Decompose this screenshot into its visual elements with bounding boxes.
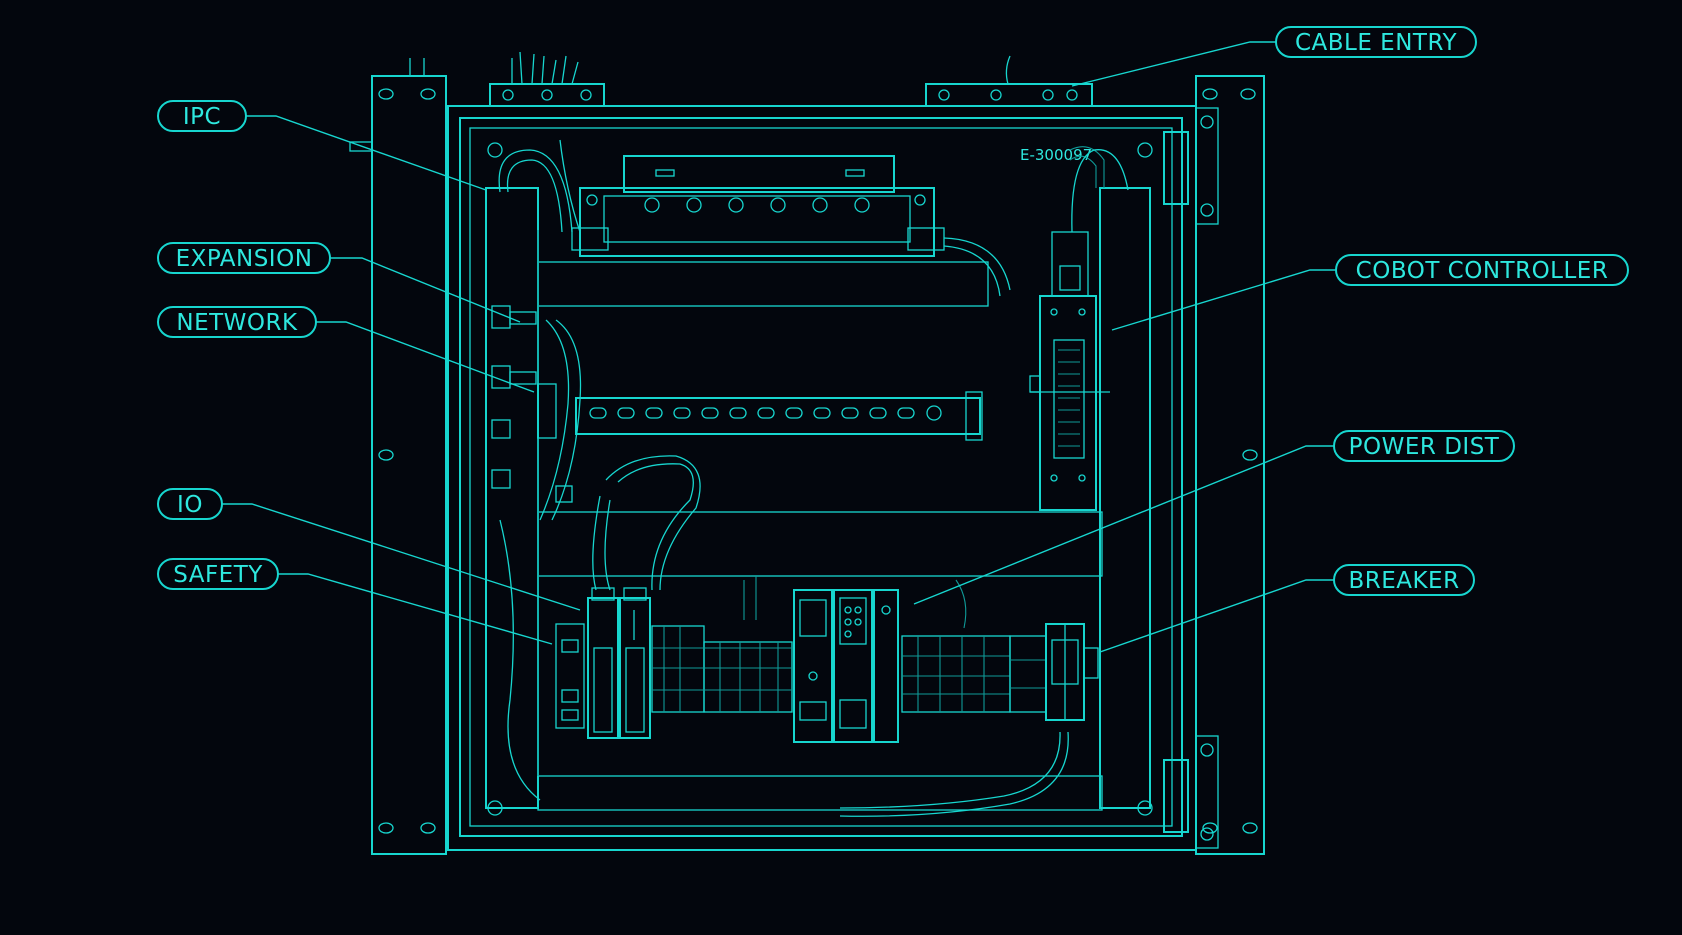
cable-entry-plates <box>489 51 1093 107</box>
callout-cable-entry-label: CABLE ENTRY <box>1295 30 1458 56</box>
callout-leaders <box>222 41 1336 653</box>
callout-breaker: BREAKER <box>1333 564 1475 596</box>
left-mounting-flange <box>349 58 447 855</box>
expansion-network-connectors <box>491 305 573 503</box>
door-hinges <box>1163 107 1219 849</box>
callout-io-label: IO <box>177 492 203 518</box>
din-rail <box>575 391 983 441</box>
terminal-blocks-left <box>651 625 793 713</box>
callout-ipc: IPC <box>157 100 247 132</box>
safety-module <box>555 623 585 729</box>
circuit-breaker <box>1045 623 1099 721</box>
callout-network: NETWORK <box>157 306 317 338</box>
callout-power-dist-label: POWER DIST <box>1349 434 1500 460</box>
callout-safety: SAFETY <box>157 558 279 590</box>
right-mounting-flange <box>1195 75 1265 855</box>
power-supply-modules <box>793 589 899 743</box>
serial-number-label: E-300097 <box>1020 146 1092 164</box>
callout-cable-entry: CABLE ENTRY <box>1275 26 1477 58</box>
callout-power-dist: POWER DIST <box>1333 430 1515 462</box>
callout-expansion-label: EXPANSION <box>176 246 313 272</box>
callout-ipc-label: IPC <box>183 104 221 130</box>
callout-cobot-controller: COBOT CONTROLLER <box>1335 254 1629 286</box>
wiring-bundles <box>498 139 1105 817</box>
callout-safety-label: SAFETY <box>173 562 263 588</box>
io-modules <box>587 587 651 739</box>
callout-cobot-controller-label: COBOT CONTROLLER <box>1356 258 1609 284</box>
callout-network-label: NETWORK <box>176 310 298 336</box>
enclosure-frame <box>447 105 1197 851</box>
cable-ducts <box>485 187 1151 811</box>
cobot-controller-unit <box>1029 149 1129 511</box>
callout-breaker-label: BREAKER <box>1348 568 1459 594</box>
callout-io: IO <box>157 488 223 520</box>
ipc-unit <box>571 155 1011 297</box>
callout-expansion: EXPANSION <box>157 242 331 274</box>
terminal-blocks-right <box>901 635 1047 713</box>
